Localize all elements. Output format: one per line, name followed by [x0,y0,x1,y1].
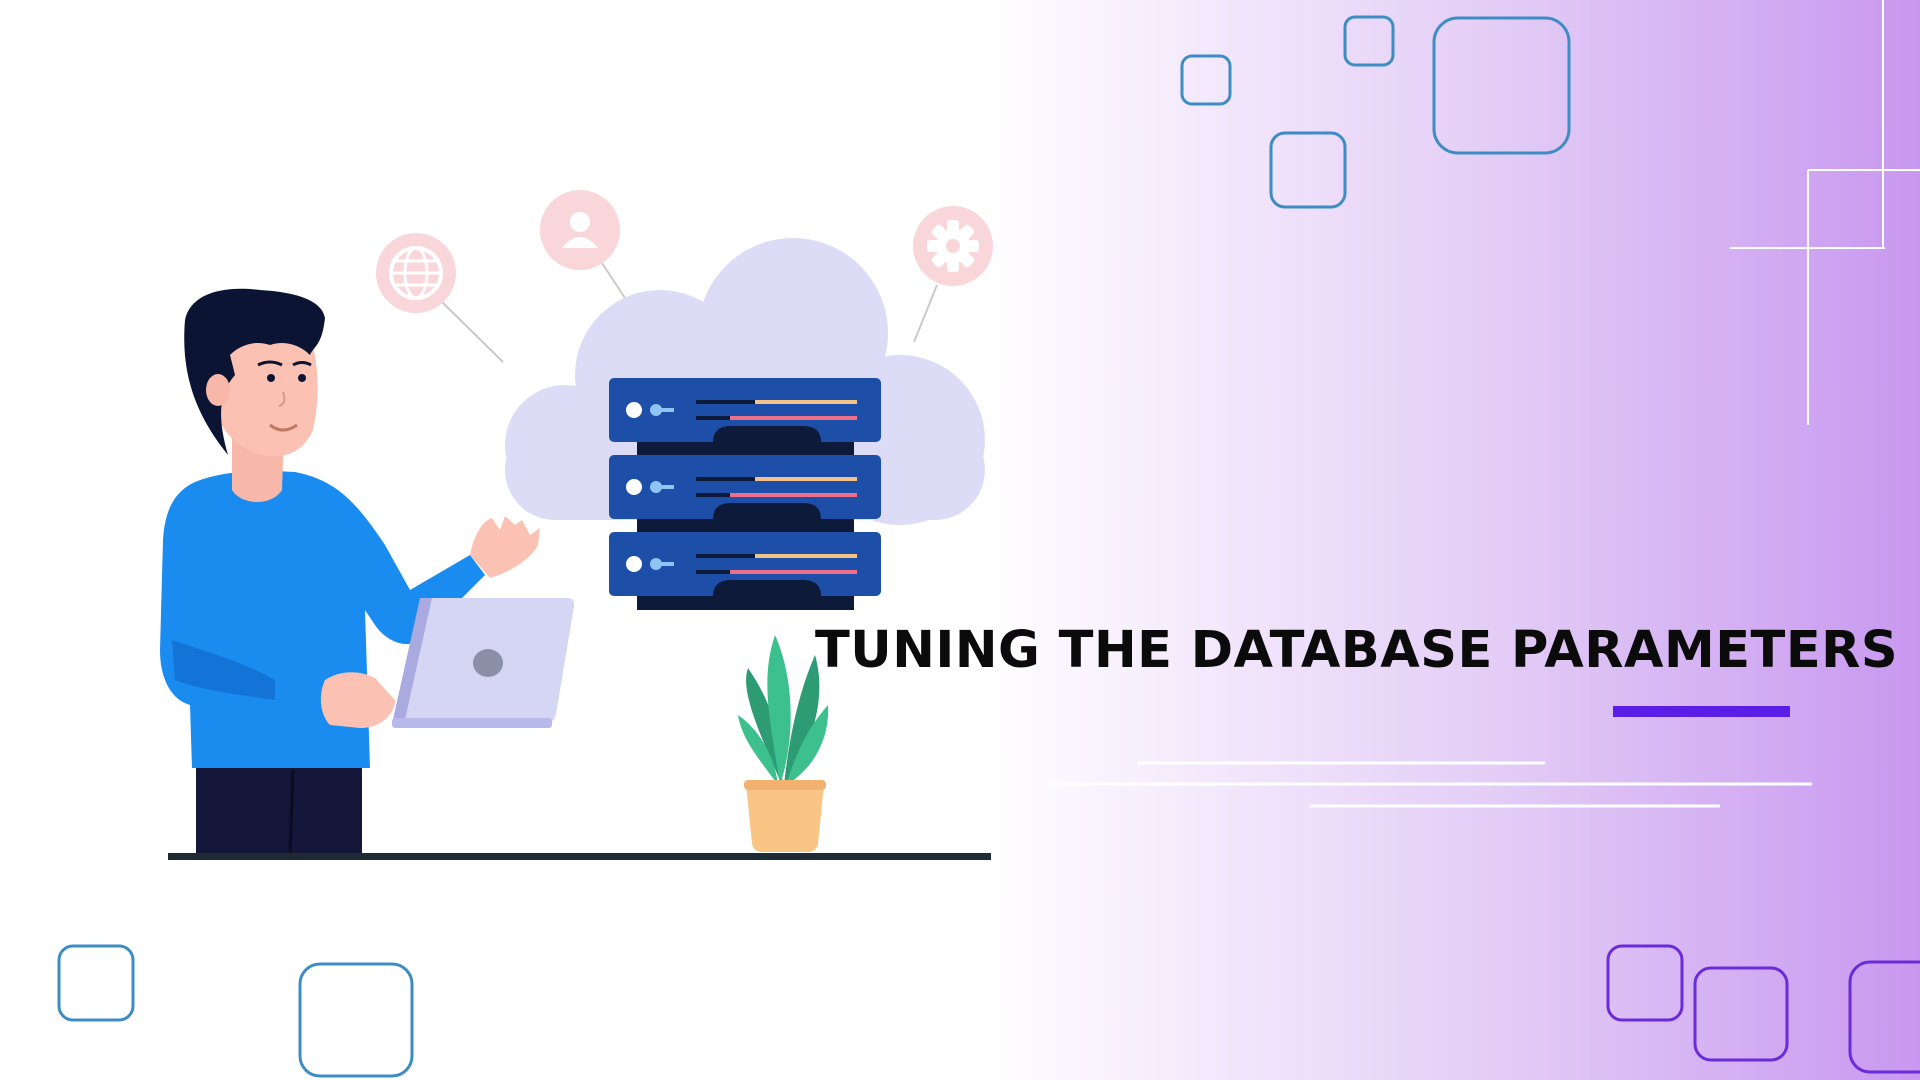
server-rack-icon [609,378,881,610]
square-outline [1606,944,1684,1022]
square-outline [1180,54,1232,106]
plant-icon [738,635,829,852]
slide-title: TUNING THE DATABASE PARAMETERS [815,621,1899,680]
square-outline [1432,16,1571,155]
square-outline [298,962,414,1078]
person-illustration [160,288,575,854]
square-outline [1269,131,1347,209]
desk [168,853,991,860]
square-outline [1343,15,1395,67]
globe-icon [376,233,456,313]
user-icon [540,190,620,270]
title-underline [1613,706,1790,717]
square-outline [1693,966,1789,1062]
laptop-icon [392,598,575,728]
square-outline [57,944,135,1022]
gear-icon [913,206,993,286]
square-outline [1848,960,1920,1074]
